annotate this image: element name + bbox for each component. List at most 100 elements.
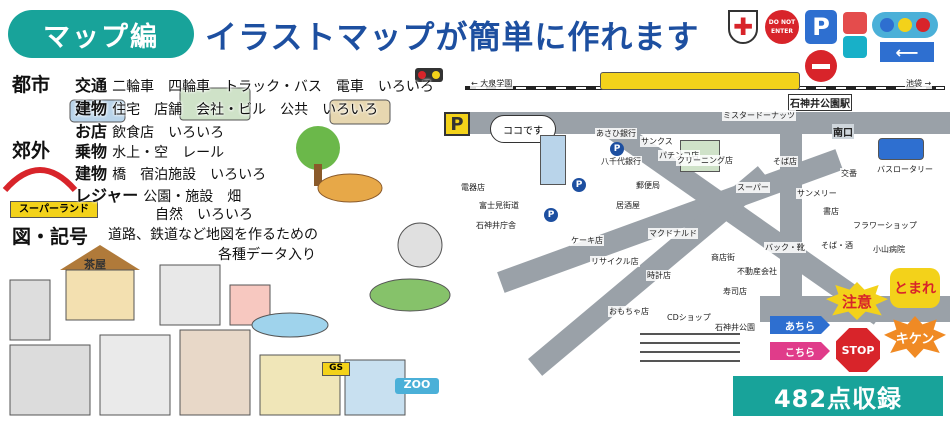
label-mcdonald: マクドナルド: [648, 228, 698, 239]
parking-marker-icon: P: [610, 142, 624, 156]
no-entry-bar: [812, 63, 830, 69]
truck-illustration: [179, 87, 251, 121]
label-hospital: 小山病院: [872, 244, 906, 255]
kougai-row: レジャー 公園・施設 畑: [75, 182, 241, 206]
label-super: スーパー: [736, 182, 770, 193]
label-izakaya: 居酒屋: [615, 200, 641, 211]
label-yuubinkyoku: 郵便局: [635, 180, 661, 191]
label-fujimi: 富士見街道: [478, 200, 520, 211]
row-head: 建物: [75, 99, 108, 118]
label-cleaning: クリーニング店: [676, 155, 734, 166]
kougai-row: 建物 橋 宿泊施設 いろいろ: [75, 160, 266, 184]
building-illustration: [9, 279, 51, 341]
label-asahi-bank: あさひ銀行: [595, 128, 637, 139]
label-station: 石神井公園駅: [788, 94, 852, 111]
stadium-illustration: [369, 278, 451, 312]
kougai-row: 乗物 水上・空 レール: [75, 138, 224, 162]
arrow-sign-achira: あちら: [770, 316, 830, 334]
do-not-enter-text: DO NOT ENTER: [768, 19, 796, 35]
headline: イラストマップが簡単に作れます: [205, 18, 700, 56]
label-mister-donut: ミスタードーナッツ: [722, 110, 796, 121]
illustration-collage: [2, 68, 451, 416]
building-illustration: [179, 329, 251, 416]
label-sushi: 寿司店: [722, 286, 748, 297]
stop-hand-sign: とまれ: [890, 268, 940, 308]
label-book: 書店: [822, 206, 840, 217]
label-tokei: 時計店: [646, 270, 672, 281]
parking-marker-icon: P: [544, 208, 558, 222]
road-vertical: [780, 120, 802, 300]
zoo-sign: ZOO: [395, 378, 439, 394]
superland-sign: スーパーランド: [10, 201, 98, 218]
category-kougai: 郊外: [12, 140, 51, 162]
label-kouban: 交番: [840, 168, 858, 179]
building-illustration: [159, 264, 221, 326]
toshi-row: お店 飲食店 いろいろ: [75, 118, 224, 142]
zukigou-text-2: 各種データ入り: [218, 247, 316, 263]
label-cd: CDショップ: [666, 312, 712, 323]
label-hachidai-bank: 八千代銀行: [600, 156, 642, 167]
row-head: 交通: [75, 76, 108, 95]
house-illustration: [60, 245, 140, 270]
row-items: 飲食店 いろいろ: [112, 125, 225, 141]
label-cake: ケーキ店: [570, 235, 604, 246]
crosswalk-markings: [640, 332, 740, 362]
do-not-enter-sign-icon: DO NOT ENTER: [765, 10, 799, 44]
label-minamiguchi: 南口: [832, 124, 854, 139]
toshi-row: 建物 住宅 店舗 会社・ビル 公共 いろいろ: [75, 95, 378, 119]
row-items: 二輪車 四輪車 トラック・バス 電車 いろいろ: [112, 79, 434, 95]
parking-sign-icon: P: [805, 10, 837, 44]
row-items: 公園・施設 畑: [143, 189, 242, 205]
label-fudousan: 不動産会社: [736, 266, 778, 277]
building-illustration: [9, 344, 91, 416]
parking-sign-icon: P: [444, 112, 470, 136]
fountain-illustration: [251, 312, 329, 338]
parking-marker-icon: P: [572, 178, 586, 192]
label-flower: フラワーショップ: [852, 220, 918, 231]
bus-illustration: [329, 99, 391, 125]
label-sunks: サンクス: [640, 136, 674, 147]
traffic-light-icon: [872, 12, 938, 38]
building-illustration: [99, 334, 171, 416]
label-ishigami-office: 石神井庁舎: [475, 220, 517, 231]
first-aid-sign-icon: ✚: [728, 10, 758, 44]
car-illustration: [69, 99, 126, 123]
arrow-sign-kochira: こちら: [770, 342, 830, 360]
row-head: 建物: [75, 164, 108, 183]
dome-illustration: [397, 222, 443, 268]
teahouse-sign: 茶屋: [84, 258, 106, 271]
row-head: 乗物: [75, 142, 108, 161]
label-denka: 電器店: [460, 182, 486, 193]
bridge-illustration: [2, 167, 78, 193]
item-count-badge: 482点収録: [733, 376, 943, 416]
bus-illustration: [878, 138, 924, 160]
label-bag: バック・靴: [764, 242, 806, 253]
label-ikebukuro: 池袋 →: [905, 78, 933, 89]
label-sunmary: サンメリー: [796, 188, 838, 199]
row-items: 橋 宿泊施設 いろいろ: [112, 167, 267, 183]
no-entry-sign-icon: [805, 50, 837, 82]
category-toshi: 都市: [12, 74, 51, 96]
zukigou-text-1: 道路、鉄道など地図を作るための: [108, 227, 318, 243]
label-omocha: おもちゃ店: [608, 306, 650, 317]
section-banner: マップ編: [8, 10, 194, 58]
tree-illustration: [296, 126, 340, 170]
label-oizumi: ← 大泉学園: [470, 78, 514, 89]
gas-station-sign: GS: [322, 362, 350, 376]
label-soba: そば店: [772, 156, 798, 167]
label-sobaten2: そば・酒: [820, 240, 854, 251]
label-recycle: リサイクル店: [590, 256, 640, 267]
toshi-row: 交通 二輪車 四輪車 トラック・バス 電車 いろいろ: [75, 72, 434, 96]
color-swatch-icon: [843, 36, 867, 58]
label-shouten: 商店街: [710, 252, 736, 263]
road-main: [470, 112, 950, 134]
map-area: ← 大泉学園 池袋 → 石神井公園駅 南口 ココです あさひ銀行 サンクス パチ…: [460, 60, 950, 376]
color-swatch-icon: [843, 12, 867, 34]
label-ishigami-park: 石神井公園: [714, 322, 756, 333]
kougai-row-extra: 自然 いろいろ: [155, 207, 253, 223]
tall-building-illustration: [540, 135, 566, 185]
stop-octagon-sign: STOP: [836, 328, 880, 372]
row-items: 水上・空 レール: [112, 145, 225, 161]
row-head: レジャー: [75, 186, 139, 205]
category-zukigou: 図・記号: [12, 226, 89, 248]
